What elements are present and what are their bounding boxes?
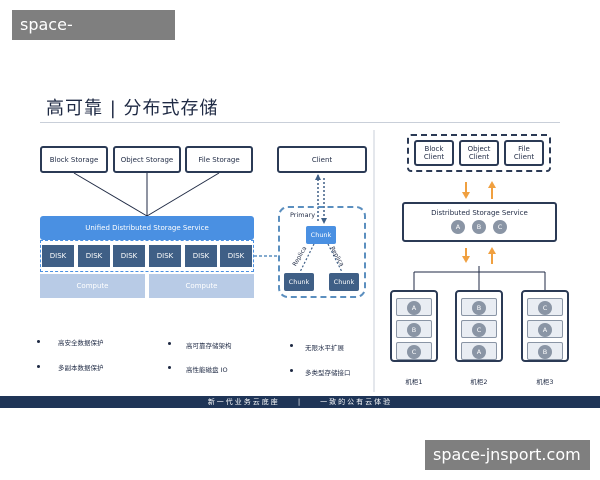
block-storage-box: Block Storage [40, 146, 108, 173]
rack-3-node-2: A [538, 323, 552, 337]
bullet-dot-6 [290, 369, 293, 372]
rack-1-label: 机柜1 [405, 378, 423, 386]
disk-5: DISK [185, 245, 217, 267]
primary-chunk: Chunk [306, 226, 336, 244]
disk-group [40, 240, 254, 272]
rack-2-node-1: B [472, 301, 486, 315]
footer-right-text: 一致的公有云体验 [320, 398, 393, 406]
object-client-label: Object Client [467, 145, 491, 161]
rack-3-node-3: B [538, 345, 552, 359]
service-node-c: C [493, 220, 507, 234]
object-storage-label: Object Storage [120, 155, 174, 164]
bullet-dot-2 [37, 365, 40, 368]
compute-block-1: Compute [40, 274, 145, 298]
distributed-storage-service-label: Distributed Storage Service [431, 209, 528, 217]
disk-4: DISK [149, 245, 181, 267]
replica-link-left [299, 243, 315, 273]
watermark-bottom: space-jnsport.com [425, 440, 590, 470]
chunk-cluster [278, 206, 366, 298]
bullet-dot-5 [290, 344, 293, 347]
rack-1-node-3: C [407, 345, 421, 359]
slide-title: 高可靠 | 分布式存储 [46, 98, 219, 119]
block-client-label: Block Client [423, 145, 445, 161]
connector-block [73, 172, 148, 217]
title-divider [40, 122, 560, 123]
service-node-b: B [472, 220, 486, 234]
rack-2-label: 机柜2 [470, 378, 488, 386]
bullet-dot-3 [168, 342, 171, 345]
arrow-down-chunk [321, 218, 327, 224]
connector-file [146, 172, 220, 217]
bullet-dot-4 [168, 366, 171, 369]
file-client-box: File Client [504, 140, 544, 166]
client-label: Client [311, 155, 333, 164]
unified-storage-service-bar: Unified Distributed Storage Service [40, 216, 254, 240]
rack-2-node-2: C [472, 323, 486, 337]
bullet-text-4: 高性能磁盘 IO [186, 366, 228, 374]
block-client-box: Block Client [414, 140, 454, 166]
file-client-label: File Client [513, 145, 535, 161]
footer-divider: | [297, 398, 303, 406]
footer-left-text: 新一代业务云底座 [207, 398, 280, 406]
rack-1-node-1: A [407, 301, 421, 315]
arrow-up-client [315, 174, 321, 180]
rack-2 [455, 290, 503, 362]
primary-label: Primary [290, 211, 316, 219]
arrow-down-head-bottom [462, 256, 470, 263]
service-node-a: A [451, 220, 465, 234]
bullet-text-5: 无限水平扩展 [305, 344, 344, 352]
bullet-text-3: 高可靠存储架构 [186, 342, 232, 350]
object-storage-box: Object Storage [113, 146, 181, 173]
object-client-box: Object Client [459, 140, 499, 166]
disk-1: DISK [42, 245, 74, 267]
disk-2: DISK [78, 245, 110, 267]
arrow-up-head-bottom [488, 247, 496, 254]
client-box: Client [277, 146, 367, 173]
rack-3-label: 机柜3 [536, 378, 554, 386]
rack-1-node-2: B [407, 323, 421, 337]
rack-2-node-3: A [472, 345, 486, 359]
replica-link-right [327, 243, 343, 273]
arrow-down-head-top [462, 192, 470, 199]
disk-3: DISK [113, 245, 145, 267]
bullet-text-1: 高安全数据保护 [58, 339, 104, 347]
file-storage-box: File Storage [185, 146, 253, 173]
disk-6: DISK [220, 245, 252, 267]
replica-chunk-1: Chunk [284, 273, 314, 291]
replica-chunk-2: Chunk [329, 273, 359, 291]
bullet-text-2: 多副本数据保护 [58, 364, 104, 372]
footer-bar: 新一代业务云底座 | 一致的公有云体验 [0, 396, 600, 408]
compute-block-2: Compute [149, 274, 254, 298]
bullet-dot-1 [37, 340, 40, 343]
arrow-up-head-top [488, 181, 496, 188]
client-group [407, 134, 551, 172]
bullet-text-6: 多类型存储接口 [305, 369, 351, 377]
rack-3-node-1: C [538, 301, 552, 315]
watermark-top: space-jnsport.com [12, 10, 175, 64]
file-storage-label: File Storage [198, 155, 240, 164]
unified-storage-service-label: Unified Distributed Storage Service [85, 224, 209, 232]
block-storage-label: Block Storage [49, 155, 99, 164]
